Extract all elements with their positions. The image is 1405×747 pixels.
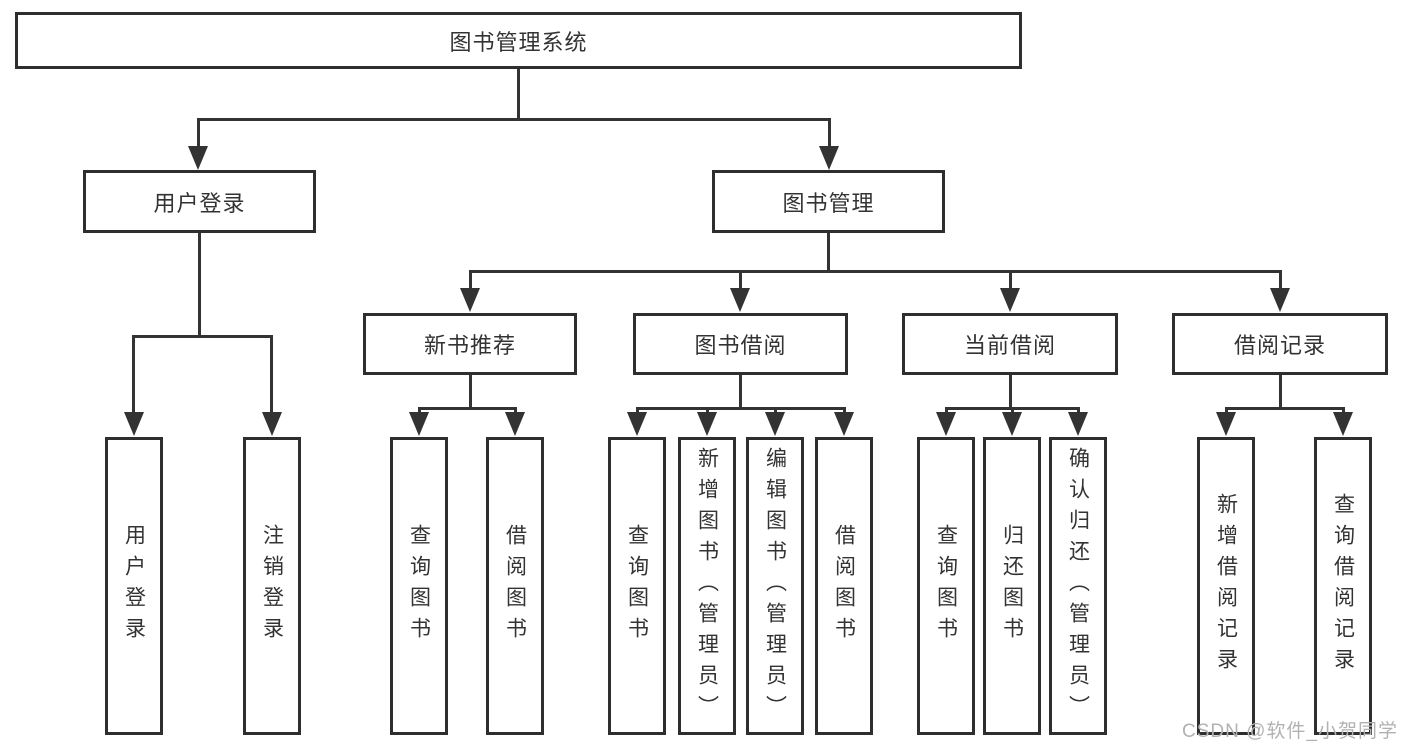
leaf-label: 查询图书 bbox=[407, 524, 431, 648]
node-label: 用户登录 bbox=[153, 190, 246, 216]
leaf-label: 归还图书 bbox=[1000, 524, 1024, 648]
leaf-add-borrow-record: 新增借阅记录 bbox=[1197, 437, 1255, 735]
node-label: 当前借阅 bbox=[963, 333, 1056, 358]
leaf-label: 编辑图书（管理员） bbox=[763, 446, 787, 726]
leaf-label: 查询图书 bbox=[625, 524, 649, 648]
connector-line bbox=[197, 118, 200, 150]
connector-line bbox=[945, 407, 948, 416]
connector-line bbox=[828, 118, 831, 150]
connector-line bbox=[270, 335, 273, 416]
leaf-borrow-books-borrow: 借阅图书 bbox=[815, 437, 873, 735]
leaf-label: 新增借阅记录 bbox=[1214, 493, 1238, 679]
leaf-edit-book-admin: 编辑图书（管理员） bbox=[746, 437, 804, 735]
leaf-query-books-borrow: 查询图书 bbox=[608, 437, 666, 735]
node-label: 借阅记录 bbox=[1233, 333, 1326, 358]
connector-line bbox=[1011, 407, 1014, 416]
connector-line bbox=[469, 270, 1281, 273]
connector-line bbox=[1279, 375, 1282, 409]
node-label: 图书管理 bbox=[782, 190, 875, 216]
leaf-query-books-current: 查询图书 bbox=[917, 437, 975, 735]
connector-line bbox=[418, 407, 517, 410]
leaf-label: 用户登录 bbox=[122, 524, 146, 648]
leaf-borrow-books-recommend: 借阅图书 bbox=[486, 437, 544, 735]
arrow-down-icon bbox=[819, 146, 839, 170]
leaf-logout: 注销登录 bbox=[243, 437, 301, 735]
connector-line bbox=[636, 407, 639, 416]
connector-line bbox=[469, 270, 472, 292]
leaf-label: 查询借阅记录 bbox=[1331, 493, 1355, 679]
arrow-down-icon bbox=[262, 412, 282, 436]
arrow-down-icon bbox=[1068, 412, 1088, 436]
connector-line bbox=[418, 407, 421, 416]
connector-line bbox=[739, 270, 742, 292]
leaf-add-book-admin: 新增图书（管理员） bbox=[678, 437, 736, 735]
connector-line bbox=[706, 407, 709, 416]
node-label: 图书借阅 bbox=[694, 333, 787, 358]
connector-line bbox=[197, 118, 831, 121]
node-new-book-recommendation: 新书推荐 bbox=[363, 313, 577, 375]
node-library-management-system: 图书管理系统 bbox=[15, 12, 1022, 69]
connector-line bbox=[1077, 407, 1080, 416]
connector-line bbox=[774, 407, 777, 416]
node-current-borrowing: 当前借阅 bbox=[902, 313, 1118, 375]
connector-line bbox=[843, 407, 846, 416]
csdn-watermark: CSDN @软件_小贺同学 bbox=[1182, 721, 1398, 742]
leaf-label: 新增图书（管理员） bbox=[695, 446, 719, 726]
arrow-down-icon bbox=[505, 412, 525, 436]
arrow-down-icon bbox=[1002, 412, 1022, 436]
leaf-query-borrow-record: 查询借阅记录 bbox=[1314, 437, 1372, 735]
leaf-label: 确认归还（管理员） bbox=[1066, 446, 1090, 726]
arrow-down-icon bbox=[730, 288, 750, 312]
connector-line bbox=[517, 69, 520, 119]
connector-line bbox=[636, 407, 845, 410]
connector-line bbox=[1225, 407, 1344, 410]
arrow-down-icon bbox=[1270, 288, 1290, 312]
arrow-down-icon bbox=[765, 412, 785, 436]
arrow-down-icon bbox=[1000, 288, 1020, 312]
connector-line bbox=[827, 233, 830, 272]
leaf-query-books-recommend: 查询图书 bbox=[390, 437, 448, 735]
leaf-label: 查询图书 bbox=[934, 524, 958, 648]
connector-line bbox=[469, 375, 472, 409]
arrow-down-icon bbox=[460, 288, 480, 312]
connector-line bbox=[514, 407, 517, 416]
connector-line bbox=[198, 233, 201, 337]
connector-line bbox=[1279, 270, 1282, 292]
node-borrowing-records: 借阅记录 bbox=[1172, 313, 1388, 375]
arrow-down-icon bbox=[1333, 412, 1353, 436]
leaf-label: 借阅图书 bbox=[832, 524, 856, 648]
leaf-label: 借阅图书 bbox=[503, 524, 527, 648]
arrow-down-icon bbox=[697, 412, 717, 436]
arrow-down-icon bbox=[834, 412, 854, 436]
leaf-user-login: 用户登录 bbox=[105, 437, 163, 735]
arrow-down-icon bbox=[1216, 412, 1236, 436]
connector-line bbox=[1342, 407, 1345, 416]
node-book-management: 图书管理 bbox=[712, 170, 945, 233]
connector-line bbox=[1225, 407, 1228, 416]
connector-line bbox=[1009, 375, 1012, 409]
leaf-label: 注销登录 bbox=[260, 524, 284, 648]
leaf-return-books: 归还图书 bbox=[983, 437, 1041, 735]
connector-line bbox=[739, 375, 742, 409]
connector-line bbox=[1009, 270, 1012, 292]
node-book-borrowing: 图书借阅 bbox=[633, 313, 848, 375]
arrow-down-icon bbox=[188, 146, 208, 170]
leaf-confirm-return-admin: 确认归还（管理员） bbox=[1049, 437, 1107, 735]
node-label: 新书推荐 bbox=[423, 333, 516, 358]
node-user-login: 用户登录 bbox=[83, 170, 316, 233]
connector-line bbox=[132, 335, 135, 416]
connector-line bbox=[132, 335, 273, 338]
arrow-down-icon bbox=[124, 412, 144, 436]
node-label: 图书管理系统 bbox=[449, 29, 588, 55]
arrow-down-icon bbox=[409, 412, 429, 436]
arrow-down-icon bbox=[936, 412, 956, 436]
arrow-down-icon bbox=[627, 412, 647, 436]
